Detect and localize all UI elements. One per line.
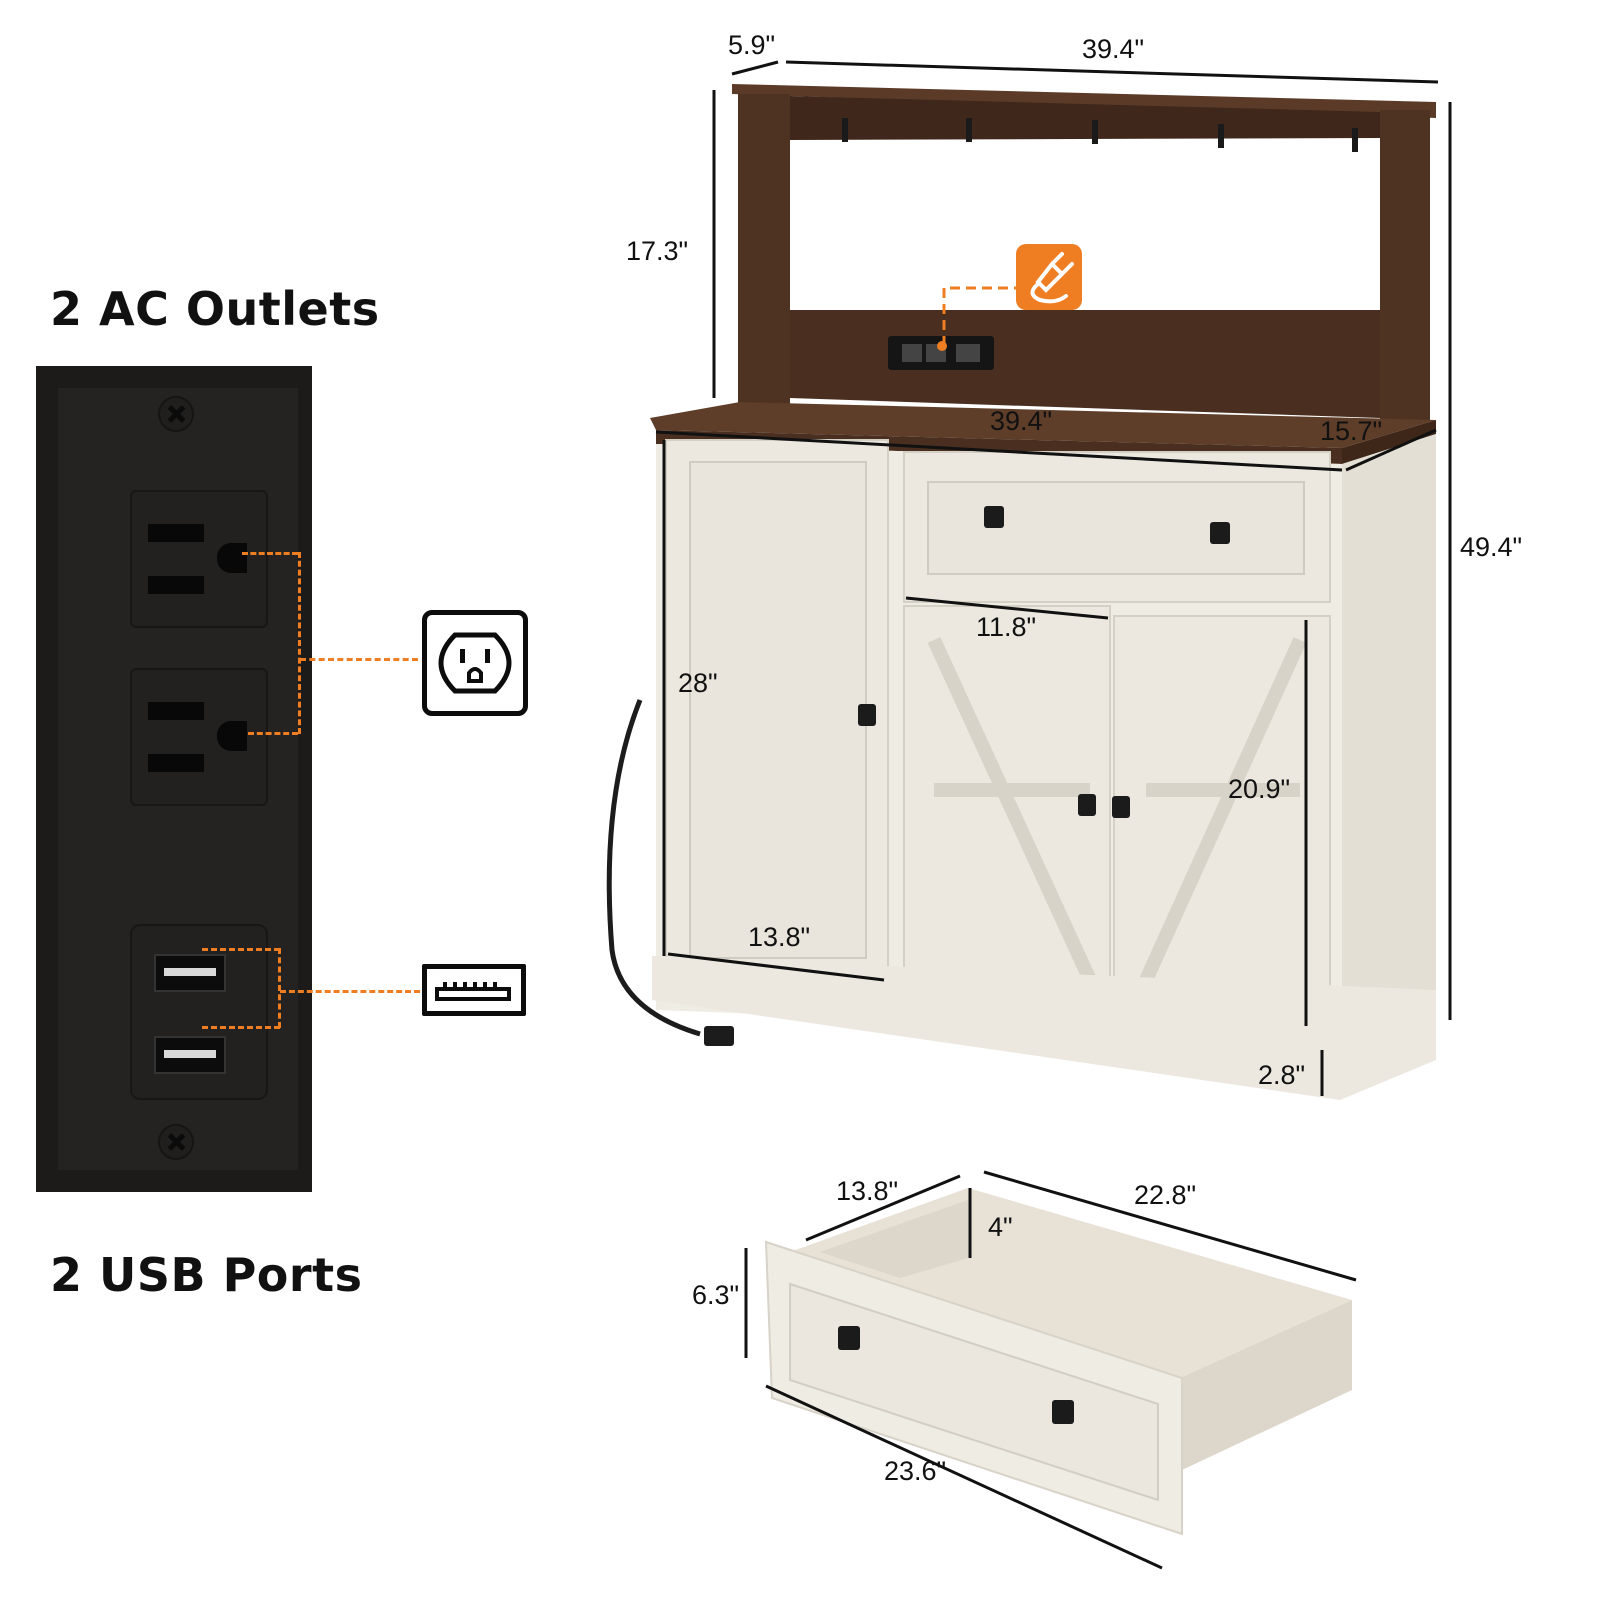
usb-ports-heading: 2 USB Ports bbox=[50, 1248, 363, 1302]
ac-outlet-icon bbox=[422, 610, 528, 716]
side-cabinet-height-label: 28" bbox=[678, 668, 718, 698]
ac-outlets-heading: 2 AC Outlets bbox=[50, 282, 380, 336]
drawer-inner-length-label: 22.8" bbox=[1134, 1180, 1197, 1210]
plug-icon bbox=[1016, 244, 1082, 310]
hutch-height-label: 17.3" bbox=[626, 236, 689, 266]
door-height-label: 20.9" bbox=[1228, 774, 1291, 804]
drawer-inner-depth-label: 13.8" bbox=[836, 1176, 899, 1206]
hutch-depth-label: 5.9" bbox=[728, 30, 776, 60]
side-cabinet-width-label: 13.8" bbox=[748, 922, 811, 952]
drawer-front-width-label: 23.6" bbox=[884, 1456, 947, 1486]
screw-icon bbox=[158, 1124, 194, 1160]
drawer-illustration bbox=[680, 1160, 1380, 1580]
ac-outlet-1 bbox=[130, 490, 268, 628]
usb-port-1 bbox=[154, 954, 226, 992]
drawer-inner-height-label: 4" bbox=[988, 1212, 1013, 1242]
cabinet-illustration bbox=[600, 0, 1600, 1160]
top-depth-label: 15.7" bbox=[1320, 416, 1383, 446]
top-width-label: 39.4" bbox=[990, 406, 1053, 436]
screw-icon bbox=[158, 396, 194, 432]
power-strip-closeup bbox=[36, 366, 312, 1192]
total-height-label: 49.4" bbox=[1460, 532, 1523, 562]
door-width-label: 11.8" bbox=[976, 612, 1037, 642]
usb-port-2 bbox=[154, 1036, 226, 1074]
usb-port-icon bbox=[422, 964, 526, 1016]
hutch-width-label: 39.4" bbox=[1082, 34, 1145, 64]
ac-outlet-2 bbox=[130, 668, 268, 806]
usb-port-group bbox=[130, 924, 268, 1100]
drawer-front-height-label: 6.3" bbox=[692, 1280, 740, 1310]
leg-height-label: 2.8" bbox=[1258, 1060, 1306, 1090]
